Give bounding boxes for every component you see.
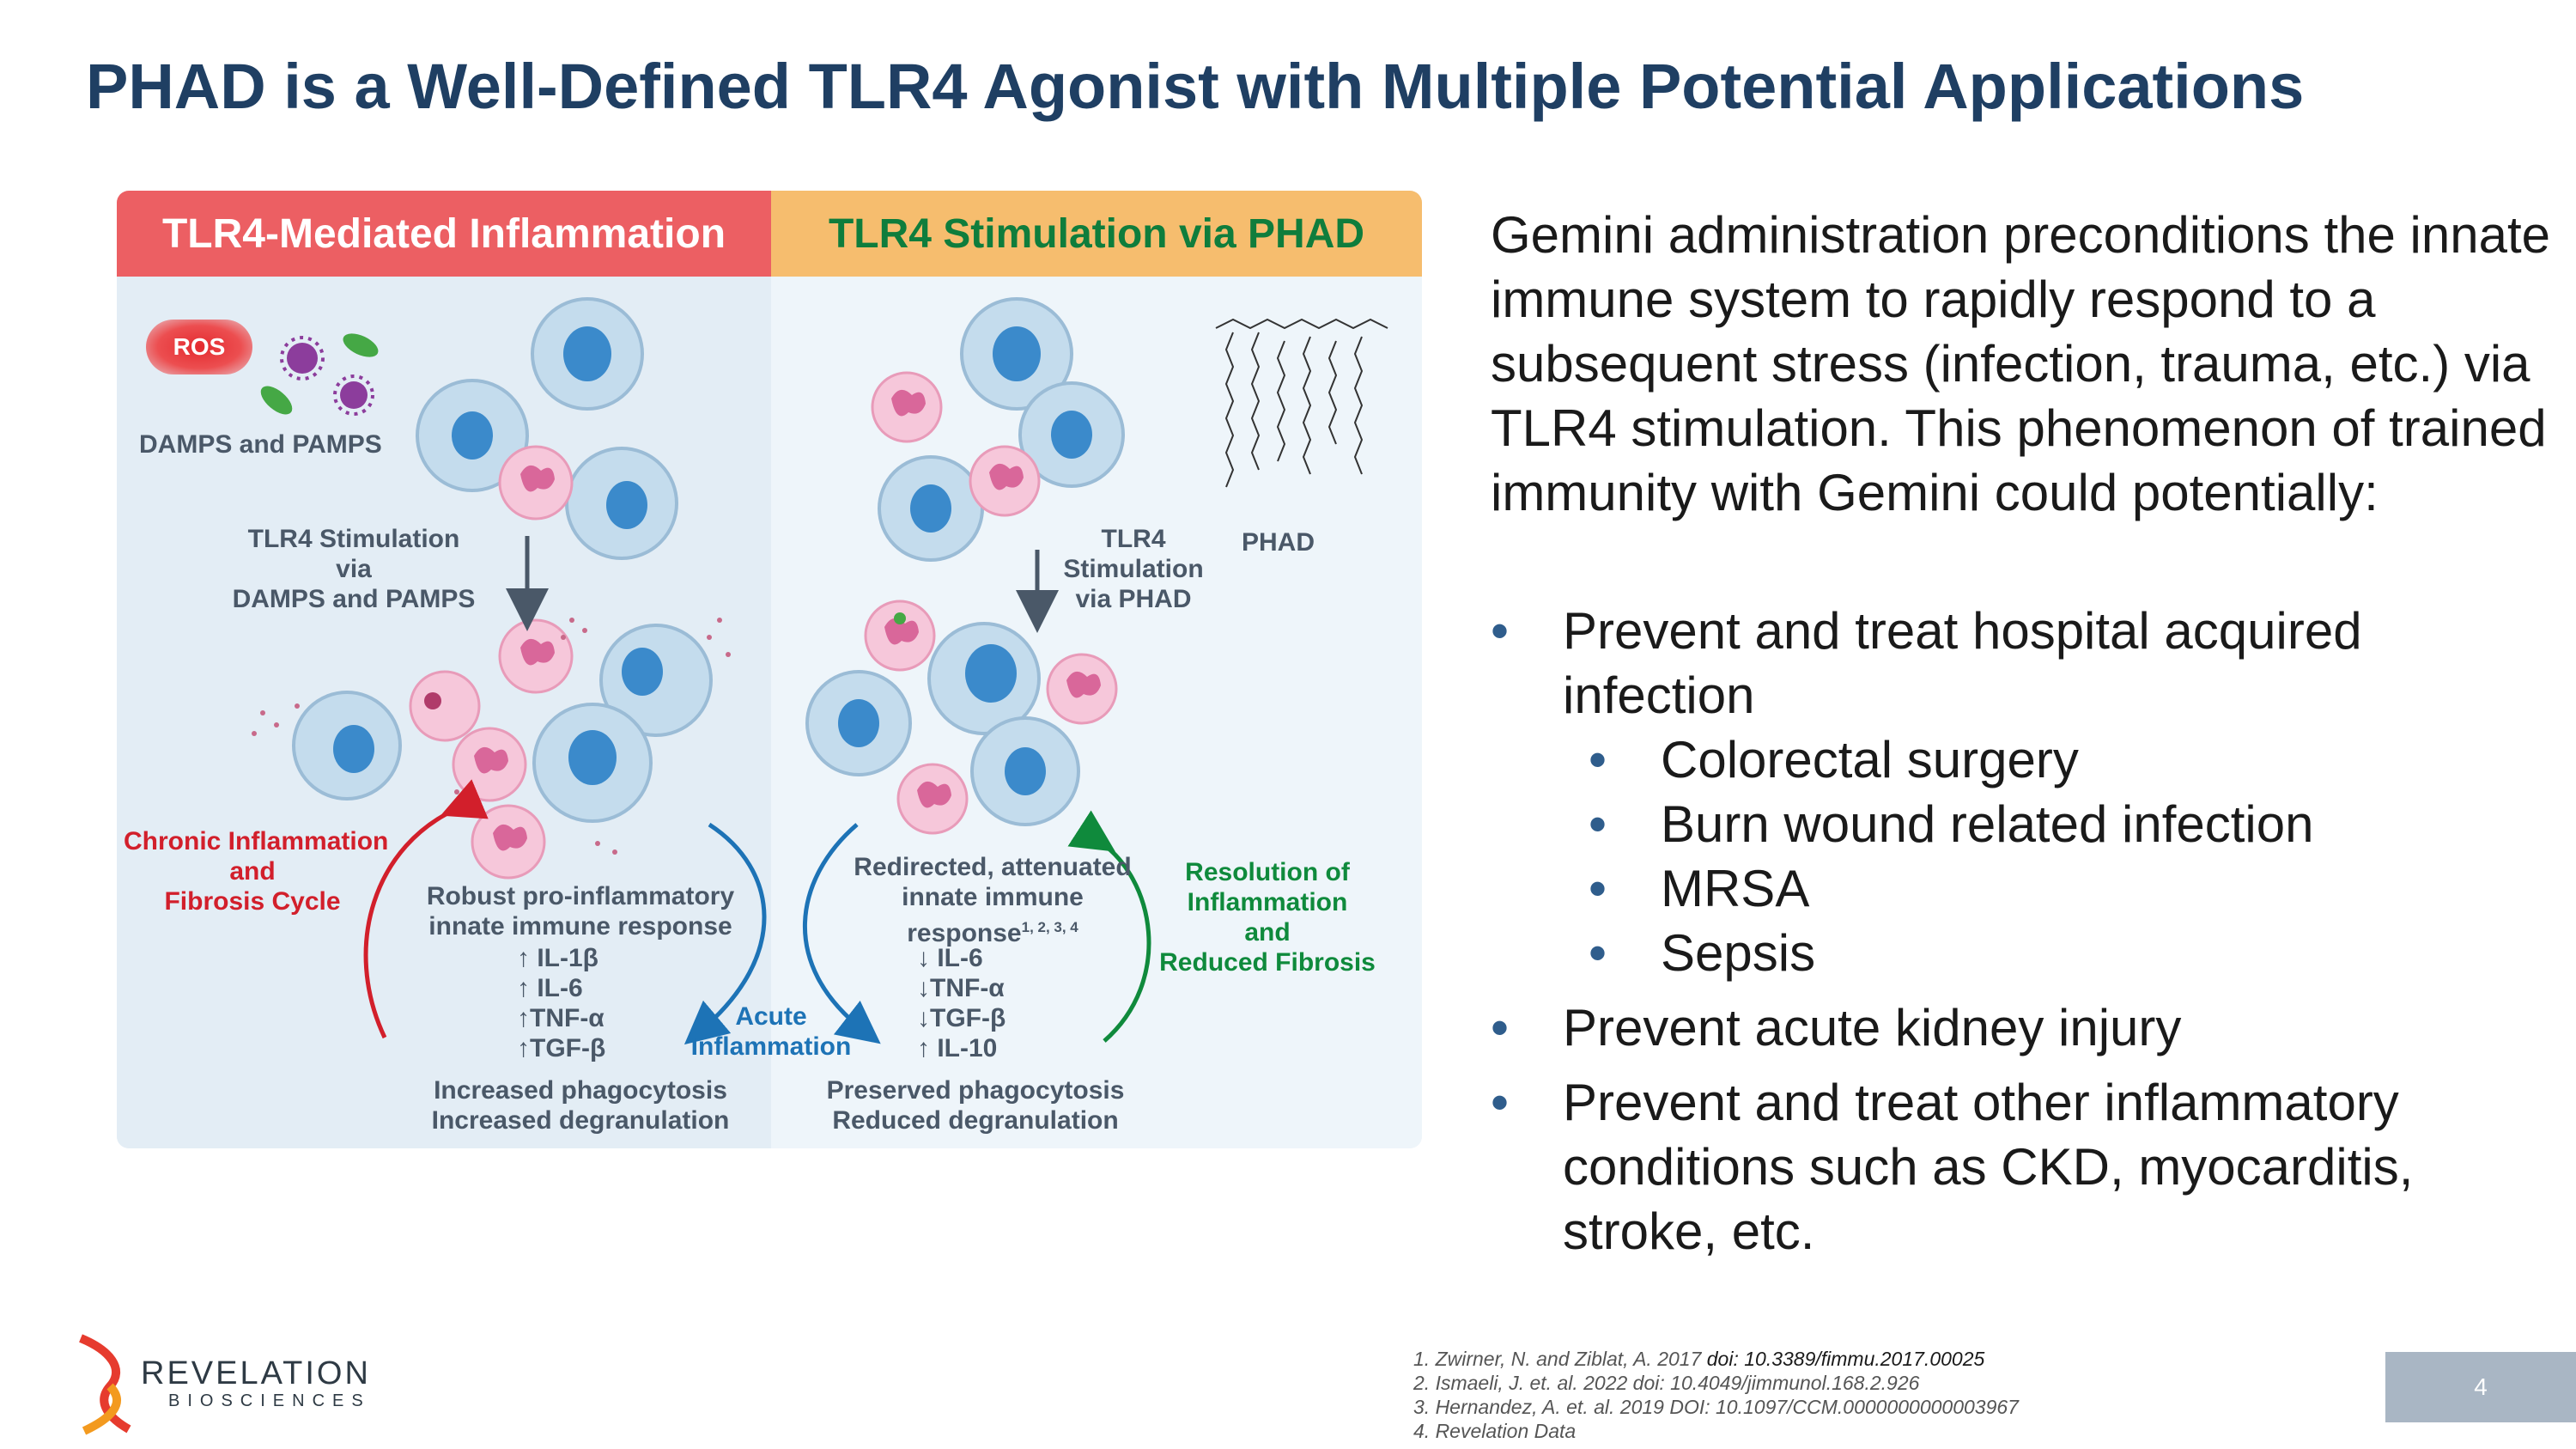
macrophage-cell — [532, 703, 653, 823]
reference-item: 2. Ismaeli, J. et. al. 2022 doi: 10.4049… — [1413, 1372, 1920, 1394]
redirected-response-label: Redirected, attenuated innate immune res… — [854, 853, 1132, 947]
acute-left-arrow — [683, 822, 767, 1045]
resolution-arrow — [1067, 810, 1151, 1043]
macrophage-cell — [599, 624, 713, 737]
macrophage-cell — [531, 297, 644, 411]
revelation-logo-icon — [79, 1334, 131, 1435]
chronic-inflammation-label: Chronic Inflammation and Fibrosis Cycle — [124, 827, 389, 916]
tlr4-figure: TLR4-Mediated Inflammation TLR4 Stimulat… — [117, 191, 1422, 1148]
macrophage-cell — [292, 691, 402, 801]
acute-right-arrow — [803, 823, 881, 1044]
neutrophil-cell — [969, 445, 1041, 517]
slide-title: PHAD is a Well-Defined TLR4 Agonist with… — [86, 51, 2305, 122]
macrophage-cell — [878, 455, 984, 562]
tlr4-right-label: TLR4 Stimulation via PHAD — [1063, 525, 1204, 613]
neutrophil-cell — [409, 670, 481, 742]
reference-item: 4. Revelation Data — [1413, 1420, 1577, 1442]
macrophage-cell — [1018, 381, 1125, 488]
neutrophil-cell — [864, 600, 936, 672]
right-phagocytosis-label: Preserved phagocytosis Reduced degranula… — [826, 1076, 1125, 1135]
left-cytokine-markers: ↑ IL-1β ↑ IL-6 ↑TNF-α ↑TGF-β — [517, 944, 606, 1062]
robust-response-label: Robust pro-inflammatory innate immune re… — [426, 882, 735, 941]
reference-item: 1. Zwirner, N. and Ziblat, A. 2017 doi: … — [1413, 1348, 1985, 1370]
body-paragraph: Gemini administration preconditions the … — [1491, 206, 2551, 521]
macrophage-cell — [565, 447, 678, 560]
resolution-label: Resolution of Inflammation and Reduced F… — [1159, 858, 1376, 977]
right-cytokine-markers: ↓ IL-6 ↓TNF-α ↓TGF-β ↑ IL-10 — [917, 944, 1006, 1062]
macrophage-cell — [970, 716, 1080, 826]
figure-illustration — [252, 297, 1388, 1045]
tlr4-left-label: TLR4 Stimulation via DAMPS and PAMPS — [232, 525, 476, 613]
neutrophil-cell — [498, 445, 574, 521]
neutrophil-cell — [896, 763, 969, 835]
left-phagocytosis-label: Increased phagocytosis Increased degranu… — [431, 1076, 730, 1135]
sub-bullet-item: •Colorectal surgery — [1589, 731, 2079, 788]
neutrophil-cell — [1046, 653, 1118, 725]
logo-wordmark: REVELATION — [141, 1355, 371, 1391]
damps-pamps-label: DAMPS and PAMPS — [139, 430, 382, 459]
ros-badge: ROS — [146, 320, 252, 374]
neutrophil-cell — [452, 727, 527, 802]
macrophage-cell — [927, 622, 1041, 735]
logo-subtitle: BIOSCIENCES — [168, 1391, 371, 1410]
macrophage-cell — [805, 670, 912, 776]
neutrophil-cell — [498, 618, 574, 694]
chronic-cycle-arrow — [363, 779, 489, 1039]
bullet-item: •Prevent and treat hospital acquired inf… — [1491, 602, 2362, 724]
page-number: 4 — [2385, 1352, 2576, 1422]
macrophage-cell — [960, 297, 1073, 411]
sub-bullet-item: •MRSA — [1589, 860, 1810, 917]
left-panel-header: TLR4-Mediated Inflammation — [117, 191, 771, 277]
right-panel-header: TLR4 Stimulation via PHAD — [771, 191, 1422, 277]
sub-bullet-item: •Sepsis — [1589, 924, 1816, 982]
acute-inflammation-label: Acute Inflammation — [690, 1002, 852, 1061]
macrophage-cell — [416, 379, 529, 492]
neutrophil-cell — [871, 371, 943, 443]
bullet-item: •Prevent and treat other inflammatory co… — [1491, 1074, 2414, 1260]
phad-label: PHAD — [1242, 528, 1315, 557]
pathogen-icons — [260, 333, 379, 416]
sub-bullet-item: •Burn wound related infection — [1589, 795, 2314, 853]
bullet-list: •Prevent and treat hospital acquired inf… — [1491, 599, 2564, 1263]
bullet-item: •Prevent acute kidney injury — [1491, 999, 2182, 1056]
neutrophil-cell — [471, 804, 546, 880]
reference-item: 3. Hernandez, A. et. al. 2019 DOI: 10.10… — [1413, 1396, 2019, 1418]
references: 1. Zwirner, N. and Ziblat, A. 2017 doi: … — [1413, 1347, 2019, 1443]
phad-molecule-structure — [1215, 318, 1388, 488]
